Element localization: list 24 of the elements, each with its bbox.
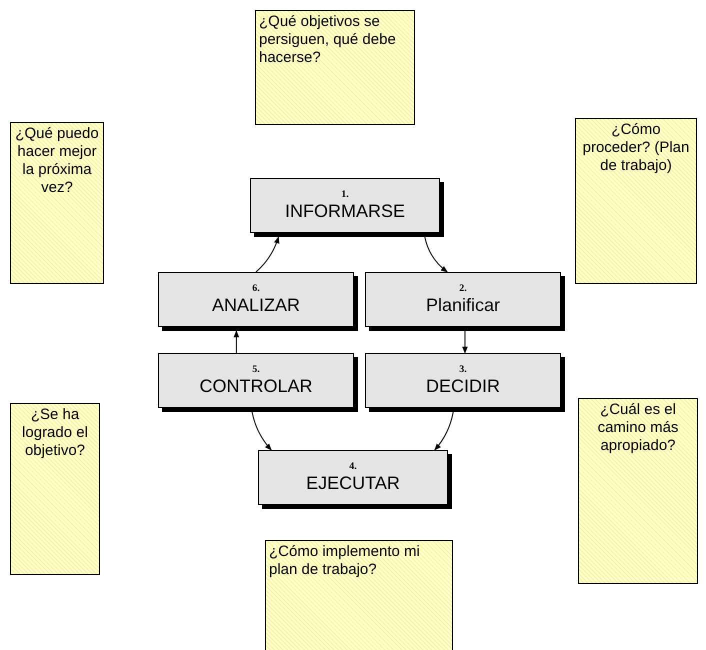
sticky-note: ¿Cómo implemento mi plan de trabajo? (265, 540, 453, 650)
sticky-note: ¿Se ha logrado el objetivo? (10, 403, 100, 575)
step-label: EJECUTAR (306, 472, 400, 494)
step-label: INFORMARSE (284, 200, 405, 222)
arrow (234, 330, 240, 354)
sticky-note: ¿Cuál es el camino más apropiado? (578, 398, 698, 584)
step-label: Planificar (426, 294, 500, 316)
step-number: 4. (349, 461, 357, 472)
step-label: CONTROLAR (199, 375, 312, 397)
arrow (434, 412, 454, 451)
arrow (252, 412, 272, 451)
step-number: 1. (341, 189, 349, 200)
sticky-note: ¿Qué objetivos se persiguen, qué debe hacerse? (255, 10, 415, 125)
step-label: ANALIZAR (212, 294, 300, 316)
step-label: DECIDIR (426, 375, 500, 397)
step-number: 5. (252, 364, 260, 375)
arrow (256, 236, 280, 272)
step-number: 6. (252, 283, 260, 294)
arrow (462, 330, 468, 354)
sticky-note: ¿Cómo proceder? (Plan de trabajo) (575, 118, 697, 284)
sticky-note: ¿Qué puedo hacer mejor la próxima vez? (10, 122, 104, 284)
step-number: 2. (459, 283, 467, 294)
arrow (424, 236, 448, 272)
step-number: 3. (459, 364, 467, 375)
